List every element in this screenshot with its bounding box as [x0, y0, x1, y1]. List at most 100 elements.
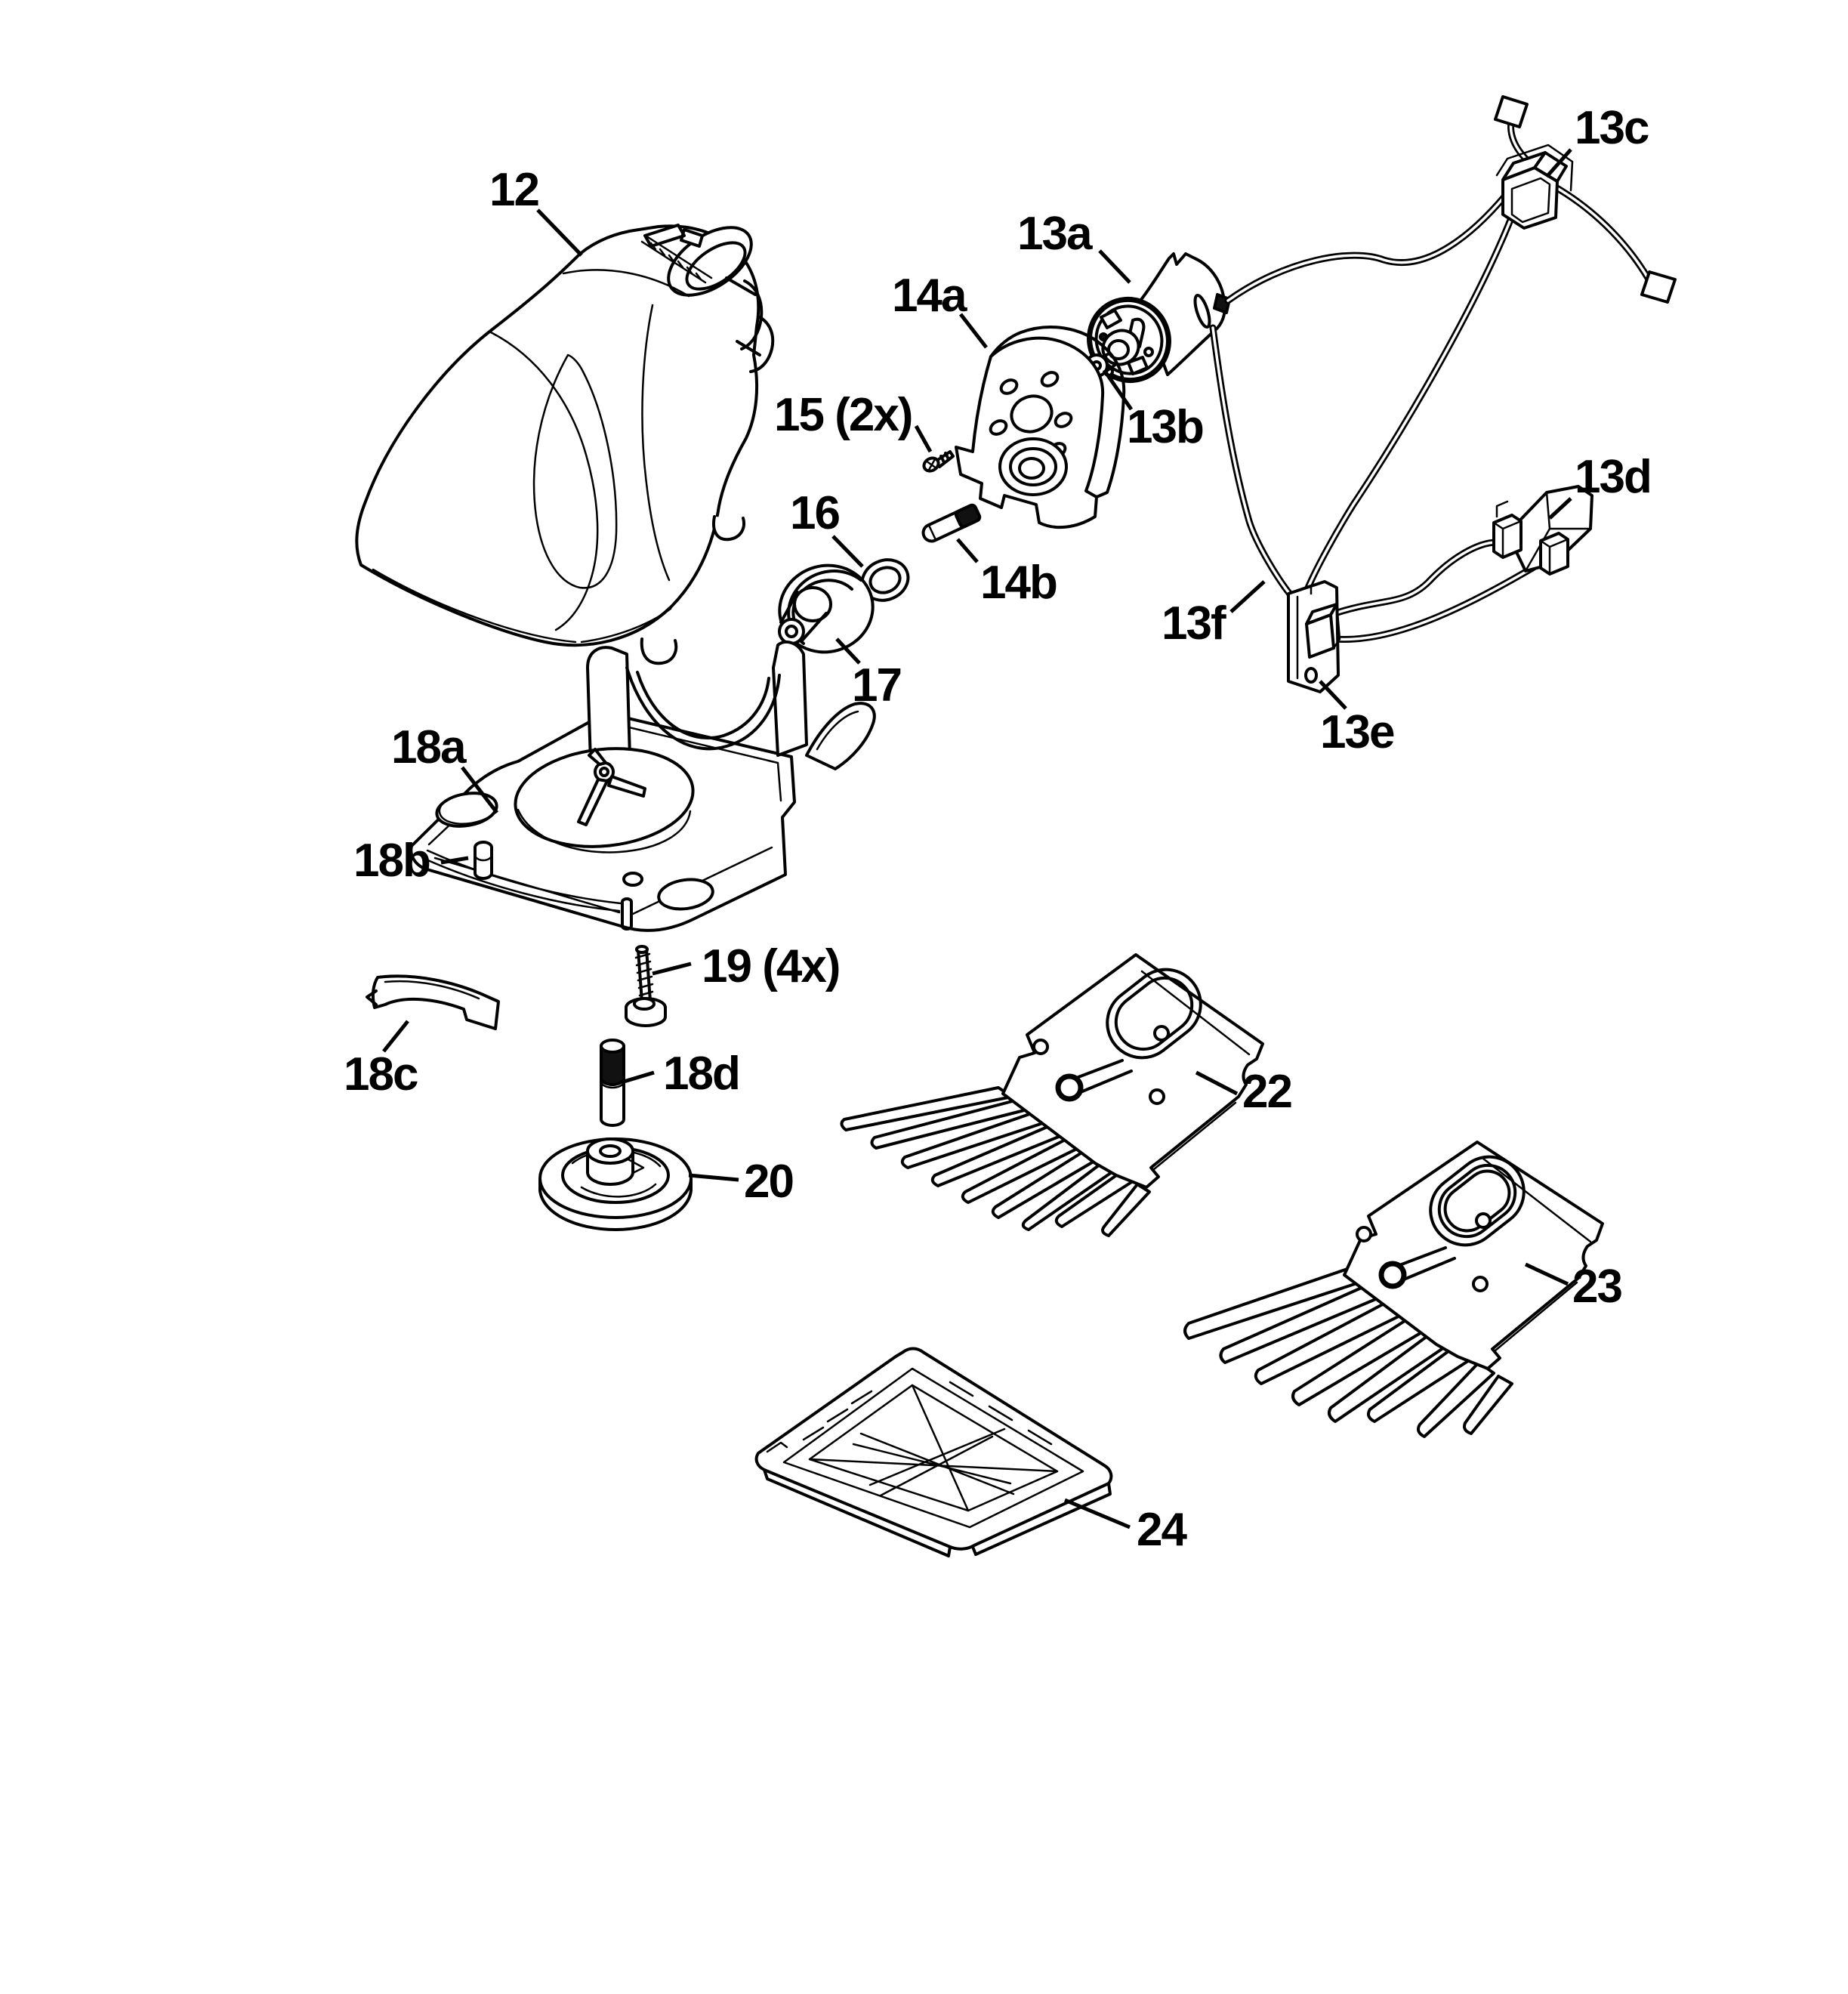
- callout-13c-label: 13c: [1575, 102, 1649, 154]
- wire-motor-to-13c: [1224, 191, 1510, 304]
- gearcase-saddle-left-pillar: [586, 646, 631, 763]
- leader-19: [652, 962, 692, 976]
- base24-corner-notch: [766, 1441, 788, 1453]
- leader-13e: [1319, 680, 1347, 710]
- leader-22: [1195, 1070, 1239, 1096]
- screw19-tip: [635, 945, 649, 954]
- leader-20: [688, 1173, 739, 1182]
- callout-23-label: 23: [1572, 1261, 1621, 1313]
- callout-13e-label: 13e: [1320, 706, 1394, 758]
- wire-switch-to-13d-a-core: [1334, 541, 1498, 615]
- plate-back-edge: [989, 326, 1126, 498]
- leader-16: [831, 535, 864, 568]
- part-18a-gear-case-drawing: [409, 640, 876, 932]
- gearcase-saddle-arc: [625, 666, 781, 751]
- blade22-tooth: [840, 1086, 1013, 1131]
- callout-13d-label: 13d: [1575, 451, 1651, 503]
- terminal-right: [1640, 270, 1677, 304]
- plate-slot: [989, 419, 1008, 436]
- base24-ribs: [808, 1384, 1059, 1512]
- callout-labels: 12 13a 13b 13c 13d 13e 13f 14a 14b 15 (2…: [344, 102, 1652, 1556]
- terminal-top: [1494, 95, 1529, 128]
- leader-24: [1064, 1498, 1131, 1529]
- blade22-oval-slot-inner: [1114, 976, 1194, 1051]
- blade22-slot-hole: [1153, 1025, 1170, 1042]
- base24-inner-rim: [782, 1367, 1084, 1529]
- leader-13d: [1548, 497, 1572, 520]
- wedge-inner-line: [384, 980, 480, 1000]
- pin-cap-line: [927, 523, 937, 542]
- screw19-head-side: [625, 1006, 667, 1027]
- wedge-body: [371, 974, 500, 1030]
- connector-side: [1533, 151, 1568, 183]
- cam-hub: [793, 586, 832, 622]
- connector-flange: [1495, 144, 1574, 192]
- housing-contours: [372, 269, 690, 644]
- stud-mid-line: [600, 1080, 625, 1089]
- blade22-hole: [1032, 1039, 1049, 1055]
- bracket-block-b: [1539, 532, 1569, 576]
- switch-plate-edge: [1296, 584, 1313, 680]
- wire-13f-motor-to-switch: [1209, 324, 1298, 603]
- leader-15: [914, 424, 933, 453]
- leader-17: [835, 637, 861, 665]
- blade23-heel-prong: [1417, 1361, 1495, 1438]
- motor-face-hole: [1143, 347, 1154, 357]
- leader-14a: [959, 313, 988, 349]
- part-15-screw-drawing: [922, 450, 955, 473]
- callout-18a-label: 18a: [391, 721, 467, 773]
- screw19-threads: [634, 952, 654, 997]
- cam-pin-bore: [785, 625, 798, 638]
- plate-slot: [999, 378, 1019, 395]
- callout-18b-label: 18b: [353, 835, 430, 887]
- leader-13a: [1098, 249, 1131, 284]
- blade22-tooth: [991, 1147, 1103, 1219]
- plate-grommet-bore: [1018, 457, 1045, 480]
- part-23-blade-drawing: [1183, 1141, 1604, 1438]
- gearcase-hole-right: [657, 878, 714, 911]
- harness-wire-group: [1209, 111, 1652, 643]
- bracket-block-a-lines: [1492, 500, 1523, 559]
- seam-hatching: [640, 236, 713, 284]
- base24-edge-slots: [802, 1381, 1053, 1446]
- callout-16-label: 16: [790, 487, 839, 539]
- part-13e-switch-drawing: [1287, 580, 1341, 693]
- part-16-oring-drawing: [860, 558, 910, 602]
- tri-spoke-bore: [599, 767, 609, 777]
- screw19-head-hub: [633, 997, 656, 1011]
- cam-disc-rim: [517, 808, 692, 853]
- leader-lines: [382, 148, 1572, 1529]
- wire-switch-to-13d-b-core: [1334, 559, 1547, 641]
- part-13d-bracket-drawing: [1492, 485, 1593, 576]
- gearcase-hole-left: [435, 792, 498, 828]
- blade23-oval-slot-mid: [1437, 1163, 1517, 1239]
- blade22-tooth: [900, 1110, 1051, 1169]
- blade22-oval-slot-outer: [1106, 968, 1202, 1060]
- blade23-pivot: [1378, 1261, 1407, 1289]
- blade22-creases: [1140, 970, 1251, 1171]
- blade23-hole: [1356, 1226, 1372, 1242]
- screw-head-slot: [924, 458, 938, 471]
- callout-20-label: 20: [744, 1156, 793, 1208]
- leader-18d: [623, 1070, 655, 1084]
- callout-24-label: 24: [1137, 1504, 1187, 1556]
- plate-slot: [1054, 412, 1073, 428]
- plate-slot: [1040, 371, 1060, 387]
- leader-14b: [956, 538, 979, 563]
- gearcase-saddle-right-pillar: [772, 640, 808, 757]
- part-13c-connector-drawing: [1494, 95, 1677, 304]
- wire-13c-to-switch-core: [1303, 207, 1516, 597]
- bracket-fold-lines: [1524, 491, 1592, 573]
- blade22-hole: [1149, 1088, 1165, 1105]
- part-20-pulley-drawing: [538, 1137, 693, 1231]
- blade22-pivot: [1055, 1073, 1084, 1102]
- wire-13c-to-switch: [1301, 205, 1519, 599]
- part-13a-motor-drawing: [1084, 252, 1231, 384]
- oring-inner: [868, 566, 902, 594]
- blade22-tooth: [930, 1122, 1069, 1187]
- part-18c-wedge-drawing: [366, 974, 500, 1030]
- wedge-tip: [366, 989, 378, 1006]
- part-18b-pin-drawing: [474, 841, 493, 880]
- blade23-tooth: [1328, 1328, 1455, 1423]
- collar-step-rings: [725, 276, 775, 373]
